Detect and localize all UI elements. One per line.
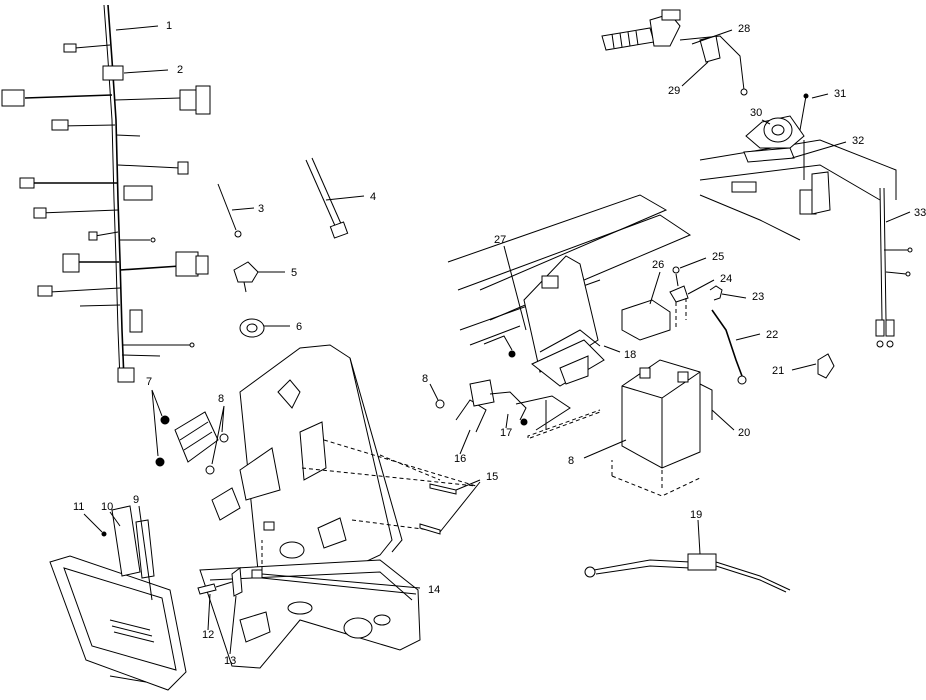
callout-8-b: 8 — [422, 373, 428, 385]
callout-11: 11 — [73, 501, 84, 513]
callout-1: 1 — [166, 20, 172, 32]
ground-cable-part-20 — [584, 553, 791, 593]
battery-part-21 — [621, 359, 713, 469]
battery-pad-part-27 — [621, 299, 671, 341]
callout-9: 9 — [133, 494, 139, 506]
callout-20: 19 — [690, 509, 702, 521]
sub-harness-part-34 — [875, 187, 913, 348]
horn-part-31 — [743, 115, 805, 163]
probe-part-3 — [217, 183, 242, 238]
callout-24: 23 — [752, 291, 764, 303]
callout-8-a: 7 — [146, 376, 152, 388]
handlebar-switch-part-29 — [601, 9, 748, 96]
callout-5: 5 — [291, 267, 297, 279]
callout-21: 20 — [738, 427, 750, 439]
callout-18: 8 — [568, 455, 574, 467]
frame-rails — [447, 139, 897, 346]
callout-14: 14 — [428, 584, 440, 596]
callout-13: 13 — [224, 655, 236, 667]
clip-part-14 — [251, 569, 263, 579]
screw-part-12 — [197, 581, 233, 595]
clip-part-5 — [233, 261, 259, 293]
mounting-plate — [211, 344, 403, 611]
callout-30: 29 — [668, 85, 680, 97]
callout-17: 17 — [500, 427, 512, 439]
callout-4: 4 — [370, 191, 376, 203]
callout-12: 12 — [202, 629, 214, 641]
frame-base — [199, 559, 421, 669]
callout-34: 33 — [914, 207, 926, 219]
callout-22: 21 — [772, 365, 784, 377]
callout-15: 15 — [486, 471, 498, 483]
callout-28: 27 — [494, 234, 506, 246]
callout-25: 24 — [720, 273, 732, 285]
callout-26: 25 — [712, 251, 724, 263]
callout-27: 26 — [652, 259, 664, 271]
bracket-part-16 — [455, 379, 571, 433]
fuse-holder-part-22 — [817, 353, 835, 379]
callout-3: 3 — [258, 203, 264, 215]
bolts-part-15 — [419, 483, 457, 535]
grommet-part-6 — [239, 318, 265, 338]
callout-6: 6 — [296, 321, 302, 333]
callout-29: 28 — [738, 23, 750, 35]
callout-10: 10 — [101, 501, 113, 513]
front-panel-part-9 — [49, 505, 187, 691]
battery-box-part-19 — [523, 255, 605, 387]
callout-23: 22 — [766, 329, 778, 341]
voltage-regulator-part-7 — [155, 411, 229, 475]
callout-2: 2 — [177, 64, 183, 76]
callout-16: 16 — [454, 453, 466, 465]
callout-31: 30 — [750, 107, 762, 119]
battery-cable-part-23 — [709, 285, 747, 385]
callout-7: 8 — [218, 393, 224, 405]
wire-harness — [1, 4, 211, 383]
bracket-part-13 — [231, 567, 243, 597]
callout-19: 18 — [624, 349, 636, 361]
callout-33: 32 — [852, 135, 864, 147]
cable-tie-part-4 — [305, 157, 349, 239]
callout-32: 31 — [834, 88, 846, 100]
